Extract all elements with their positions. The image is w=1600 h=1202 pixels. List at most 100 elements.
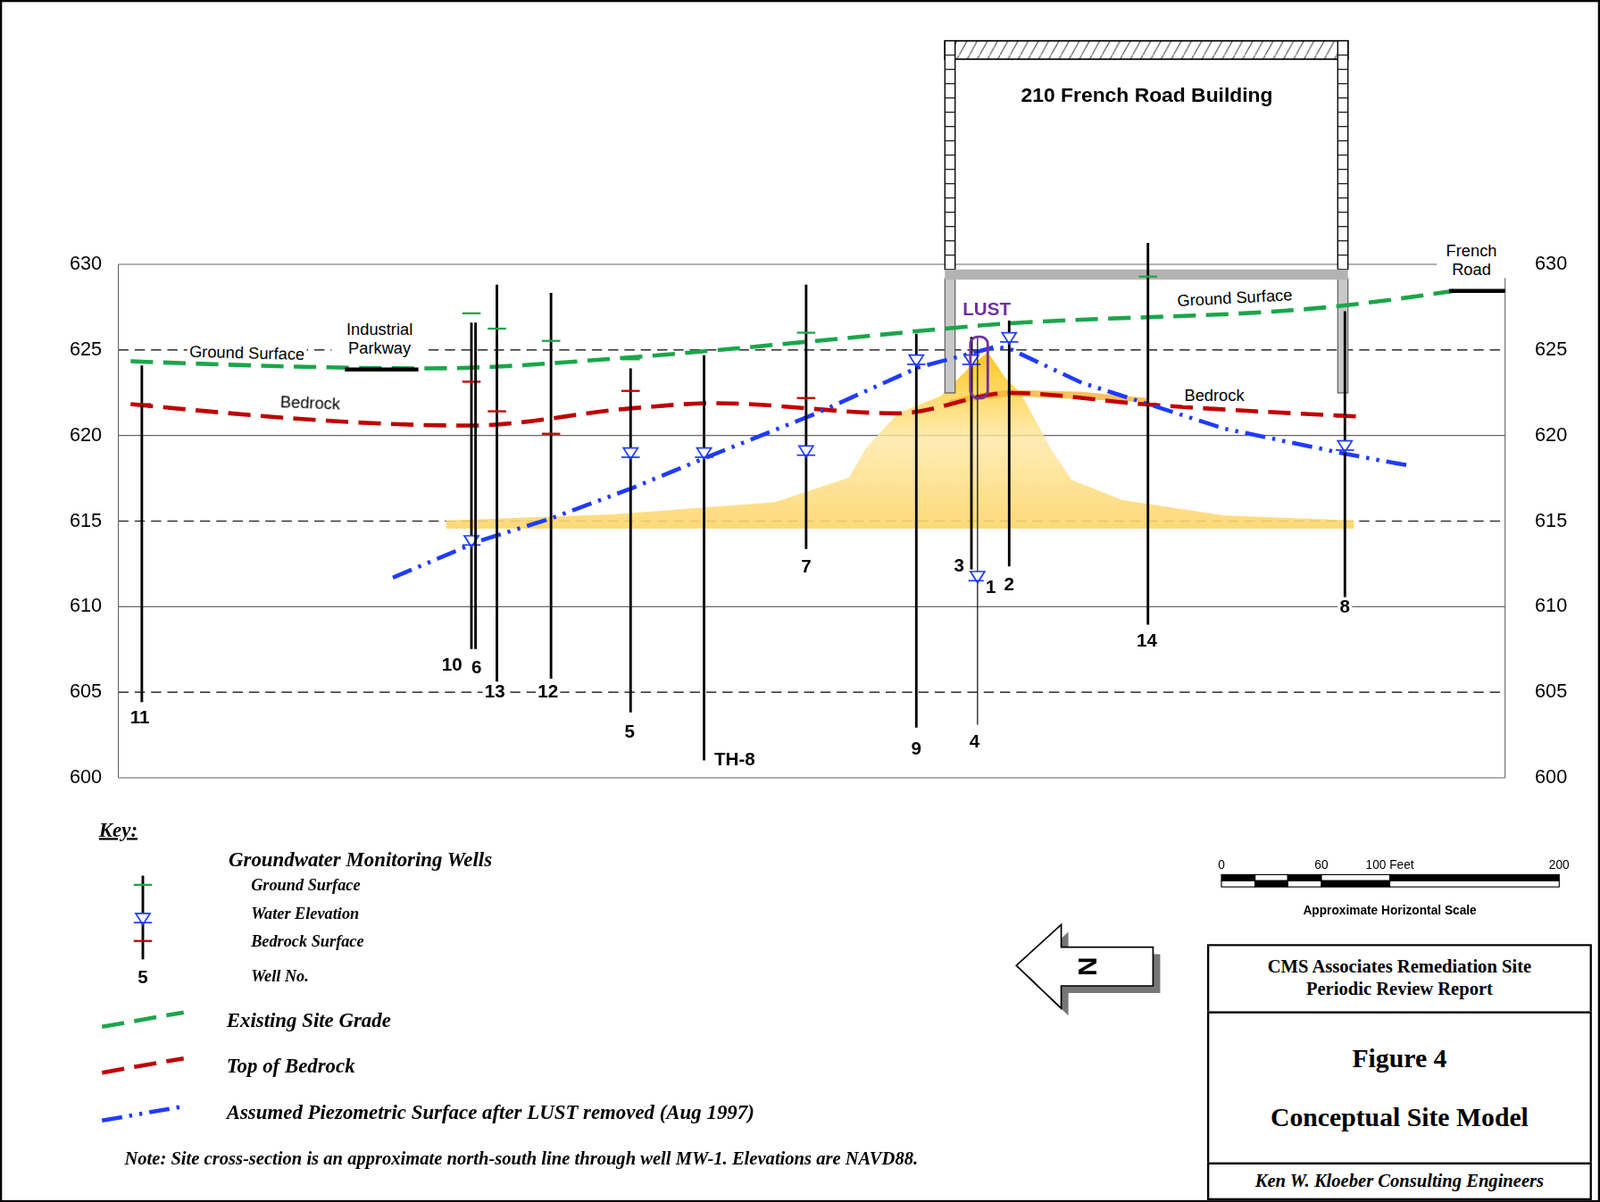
ground-mark — [462, 312, 482, 315]
wall-tick — [944, 225, 955, 227]
key-line-sample — [101, 1058, 184, 1073]
axis-line — [117, 264, 119, 778]
bedrock-mark — [541, 433, 561, 435]
foundation-wall — [1337, 278, 1348, 393]
axis-value: 625 — [67, 339, 105, 361]
callout-number: 8 — [1337, 597, 1352, 618]
scale-caption: Approximate Horizontal Scale — [1300, 904, 1479, 918]
water-elevation-tick — [907, 363, 926, 366]
scale-value: 0 — [1216, 858, 1227, 873]
axis-value: 615 — [67, 510, 105, 533]
wall-tick — [944, 240, 955, 242]
water-elevation-tick — [1335, 449, 1355, 451]
wall-tick — [1337, 240, 1348, 242]
well-casing — [1008, 316, 1011, 567]
callout-number: 5 — [135, 967, 150, 989]
axis-value: 610 — [1533, 595, 1570, 617]
north-label: N — [1073, 954, 1103, 978]
wall-tick — [944, 168, 955, 170]
note-text: Note: Site cross-section is an approxima… — [122, 1149, 920, 1170]
ground-mark — [487, 327, 507, 330]
well-casing — [1146, 242, 1150, 625]
callout-number: 12 — [535, 682, 560, 703]
key-line-sample — [101, 1106, 184, 1121]
road-label: Industrial Parkway — [331, 320, 427, 357]
node-text: Figure 4 — [1351, 1042, 1447, 1075]
axis-value: 600 — [1533, 766, 1570, 789]
axis-value: 620 — [67, 425, 105, 447]
wall-tick — [1337, 83, 1348, 84]
wall-tick — [944, 125, 955, 127]
title-block-cell: Ken W. Kloeber Consulting Engineers — [1207, 1162, 1592, 1200]
scale-segment — [1287, 874, 1322, 881]
wall-tick — [1337, 211, 1348, 213]
well-casing — [976, 336, 978, 725]
north-arrow — [1016, 924, 1153, 1009]
legend-text: Bedrock Surface — [250, 932, 364, 950]
building — [944, 41, 1348, 393]
legend-text: Water Elevation — [250, 904, 359, 923]
tank-label: LUST — [960, 300, 1013, 321]
legend-text: Well No. — [250, 966, 309, 985]
wall-tick — [1337, 125, 1348, 127]
callout-number: 3 — [951, 556, 967, 577]
grid-line — [118, 776, 1506, 778]
wall-tick — [944, 54, 955, 56]
scale-segment — [1390, 880, 1560, 887]
wall-tick — [1337, 254, 1348, 256]
floor-slab — [944, 269, 1348, 280]
title-block-cell: CMS Associates Remediation Site Periodic… — [1207, 943, 1592, 1014]
scale-segment — [1221, 874, 1256, 881]
callout-number: 10 — [440, 655, 465, 676]
wall-tick — [944, 154, 955, 156]
bedrock-mark — [797, 397, 817, 400]
wall-tick — [944, 83, 955, 84]
well-casing — [1343, 311, 1347, 603]
callout-number: 6 — [469, 658, 484, 679]
grid-line-dashed — [118, 691, 1506, 693]
scale-segment — [1390, 874, 1560, 881]
road-label: French Road — [1436, 241, 1507, 278]
key-bedrock-mark — [133, 940, 153, 942]
callout-number: 14 — [1134, 630, 1159, 651]
well-casing — [702, 355, 706, 761]
legend-text: Top of Bedrock — [226, 1054, 356, 1077]
wells — [133, 242, 1355, 760]
grid-line — [118, 606, 1506, 608]
building-wall — [944, 41, 955, 270]
scale-value: 100 Feet — [1363, 858, 1417, 873]
grid-line — [118, 263, 1506, 265]
callout-number: 1 — [983, 577, 999, 599]
water-elevation-tick — [1000, 341, 1019, 343]
key-ground-mark — [133, 883, 153, 886]
axis-value: 630 — [67, 253, 105, 275]
scale-segment — [1321, 880, 1391, 887]
well-casing — [629, 368, 633, 713]
wall-tick — [944, 197, 955, 199]
callout-number: 13 — [483, 682, 508, 703]
scale-segment — [1221, 880, 1256, 887]
wall-tick — [944, 183, 955, 184]
legend-text: Existing Site Grade — [226, 1008, 392, 1031]
ground-mark — [1138, 275, 1158, 278]
legend-text: Assumed Piezometric Surface after LUST r… — [226, 1100, 755, 1123]
ground-mark — [541, 340, 561, 342]
roof-hatch — [944, 41, 1348, 60]
wall-tick — [944, 111, 955, 113]
road-bar — [1449, 288, 1506, 293]
wall-tick — [1337, 97, 1348, 99]
key-line-sample — [101, 1012, 184, 1027]
well-casing — [474, 322, 477, 650]
wall-tick — [1337, 168, 1348, 170]
legend-text: Ground Surface — [250, 875, 360, 894]
axis-line — [1504, 264, 1506, 778]
water-elevation-tick — [797, 454, 817, 457]
grid-line-dashed — [118, 349, 1506, 350]
wall-tick — [1337, 154, 1348, 156]
surface-label: Ground Surface — [187, 342, 308, 365]
bedrock-line — [130, 392, 1358, 426]
contaminant-plume — [445, 351, 1354, 529]
water-elevation-tick — [133, 921, 153, 924]
bedrock-mark — [621, 390, 641, 392]
node-text: Conceptual Site Model — [1270, 1100, 1529, 1134]
